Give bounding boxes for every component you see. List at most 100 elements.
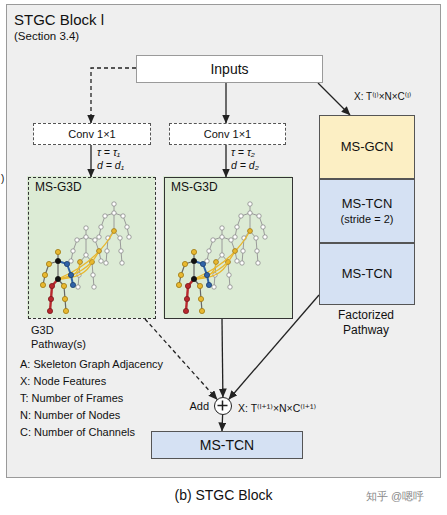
g3d-fill (27, 176, 155, 318)
skeleton-joint (91, 273, 95, 277)
skeleton-joint (105, 249, 109, 253)
note-label: X: T⁽ˡ⁺¹⁾×N×C⁽ˡ⁺¹⁾ (238, 402, 316, 415)
tcn-box: MS-TCN (319, 243, 415, 305)
skeleton-joint (241, 249, 245, 253)
skeleton-joint (248, 229, 253, 234)
skeleton-joint (191, 258, 196, 263)
legend-line: A: Skeleton Graph Adjacency (20, 357, 163, 371)
box-label: MS-TCN (200, 436, 254, 454)
skeleton-joint (235, 259, 239, 263)
skeleton-joint (99, 259, 103, 263)
label-slot: X: T⁽ˡ⁺¹⁾×N×C⁽ˡ⁺¹⁾ (238, 402, 316, 415)
skeleton-joint (199, 308, 204, 313)
skeleton-joint (214, 260, 218, 264)
legend-line: C: Number of Channels (20, 425, 135, 439)
skeleton-joint (104, 261, 108, 265)
box-label: Conv 1×1 (204, 127, 251, 141)
skeleton-joint (61, 283, 66, 288)
skeleton-joint (200, 261, 205, 266)
skeleton-joint (233, 249, 238, 254)
plus-stroke (218, 405, 228, 407)
skeleton-joint (76, 285, 80, 289)
skeleton-joint (220, 226, 224, 230)
connector (318, 83, 350, 115)
box-label: Conv 1×1 (68, 127, 115, 141)
skeleton-joint (240, 261, 244, 265)
label-slot: 知乎 @嗯呼 (366, 489, 424, 503)
skeleton-joint (71, 249, 75, 253)
skeleton-joint (62, 296, 67, 301)
skeleton-joint (184, 296, 189, 301)
skeleton-joint (191, 276, 196, 281)
skeleton-joint (84, 235, 88, 239)
panel-fill (6, 4, 441, 478)
connector (221, 319, 223, 397)
skeleton-joint (239, 214, 243, 218)
skeleton-joint (40, 282, 45, 287)
skeleton-joint (256, 261, 260, 265)
input-box: Inputs (136, 55, 323, 83)
skeleton-joint (178, 272, 183, 277)
skeleton-joint (261, 225, 265, 229)
skeleton-joint (233, 235, 237, 239)
add-circle: Add (214, 397, 232, 415)
skeleton-joint (204, 272, 209, 277)
box-label: MS-GCN (341, 139, 394, 155)
note-label: X: T⁽ˡ⁾×N×C⁽ˡ⁾ (354, 90, 411, 103)
label-slot: T: Number of Frames (20, 391, 123, 405)
skeleton-joint (121, 214, 125, 218)
skeleton-joint (97, 249, 101, 253)
label-slot: X: T⁽ˡ⁾×N×C⁽ˡ⁾ (354, 90, 411, 103)
skeleton-joint (248, 202, 252, 206)
skeleton-joint (84, 226, 88, 230)
skeleton-joint (112, 202, 116, 206)
skeleton-joint (254, 236, 258, 240)
skeleton-joint (119, 249, 123, 253)
skeleton-joint (63, 308, 68, 313)
note-label: d = d₂ (231, 159, 259, 172)
skeleton-graph (40, 202, 267, 314)
skeleton-joint (233, 249, 237, 253)
skeleton-joint (182, 261, 187, 266)
skeleton-joint (55, 258, 60, 263)
skeleton-joint (248, 229, 252, 233)
connector (229, 295, 319, 399)
legend-line: T: Number of Frames (20, 391, 123, 405)
g3d-fill (163, 176, 292, 318)
note-label: ) (1, 172, 4, 185)
note-label: Factorized Pathway (318, 308, 414, 338)
skeleton-joint (47, 308, 52, 313)
skeleton-joint (227, 273, 231, 277)
skeleton-joint (46, 261, 51, 266)
add-label: Add (189, 399, 209, 413)
skeleton-joint (112, 229, 117, 234)
label-slot: d = d₁ (97, 159, 124, 172)
skeleton-joint (112, 229, 116, 233)
yellow-link (194, 231, 250, 279)
caption-slot: (b) STGC Block (0, 486, 447, 504)
note-label: τ = τ₂ (231, 146, 255, 159)
skeleton-joint (118, 236, 122, 240)
connector (225, 83, 226, 123)
skeleton-joint (197, 283, 202, 288)
label-slot: A: Skeleton Graph Adjacency (20, 357, 163, 371)
skeleton-joint (120, 261, 124, 265)
box-label: MS-TCN (342, 266, 393, 282)
skeleton-joint (176, 282, 181, 287)
plus-sign (215, 398, 230, 413)
skeleton-joint (220, 253, 224, 257)
panel-heading: STGC Block l(Section 3.4) (14, 10, 104, 44)
block-panel: STGC Block l(Section 3.4)InputsConv 1×1C… (6, 4, 441, 478)
skeleton-joint (207, 249, 211, 253)
connector (91, 68, 136, 123)
skeleton-joint (198, 296, 203, 301)
conv-box: Conv 1×1 (169, 123, 286, 145)
label-slot: τ = τ₂ (231, 146, 255, 159)
skeleton-joint (42, 272, 47, 277)
connector (221, 415, 223, 431)
skeleton-joint (257, 214, 261, 218)
skeleton-joint (191, 249, 196, 254)
note-label: d = d₁ (97, 159, 124, 172)
yellow-link (58, 231, 114, 279)
gcn-box: MS-GCN (319, 115, 415, 179)
